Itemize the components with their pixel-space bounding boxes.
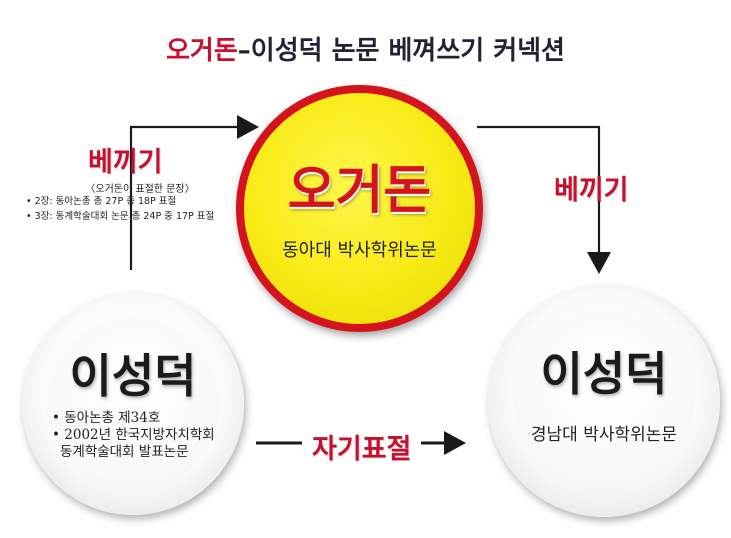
label-copy-right: 베끼기 <box>554 175 629 206</box>
label-self-plagiarism: 자기표절 <box>312 434 412 465</box>
plagiarized-sentences-heading: 〈오거돈이 표절한 문장〉 <box>85 184 195 195</box>
title-rest: –이성덕 논문 베껴쓰기 커넥션 <box>237 36 565 66</box>
right-node-subtitle: 경남대 박사학위논문 <box>530 425 678 445</box>
center-node-name: 오거돈 <box>287 161 432 221</box>
left-node-name: 이성덕 <box>69 349 197 403</box>
left-node-item: 동아논총 제34호 <box>52 410 215 427</box>
plagiarism-note: 2장: 동아논총 총 27P 중 18P 표절 <box>26 194 214 209</box>
left-node-item: 2002년 한국지방자치학회 <box>52 427 214 444</box>
arrow-center-to-right <box>477 125 611 274</box>
right-node-inner <box>514 311 694 491</box>
title-name: 오거돈 <box>166 36 238 66</box>
left-node-item: 동계학술대회 발표논문 <box>60 444 189 460</box>
center-node-circle <box>236 85 483 332</box>
center-node-subtitle: 동아대 박사학위논문 <box>282 240 437 261</box>
left-node-items: 동아논총 제34호 2002년 한국지방자치학회 동계학술대회 발표논문 <box>52 410 215 461</box>
right-node-name: 이성덕 <box>540 347 668 401</box>
label-copy-left: 베끼기 <box>88 147 163 178</box>
diagram-title: 오거돈–이성덕 논문 베껴쓰기 커넥션 <box>0 30 731 67</box>
left-node-inner <box>47 318 219 490</box>
plagiarism-notes: 2장: 동아논총 총 27P 중 18P 표절 3장: 동계학술대회 논문 총 … <box>26 194 215 224</box>
plagiarism-note: 3장: 동계학술대회 논문 총 24P 중 17P 표절 <box>26 209 215 224</box>
